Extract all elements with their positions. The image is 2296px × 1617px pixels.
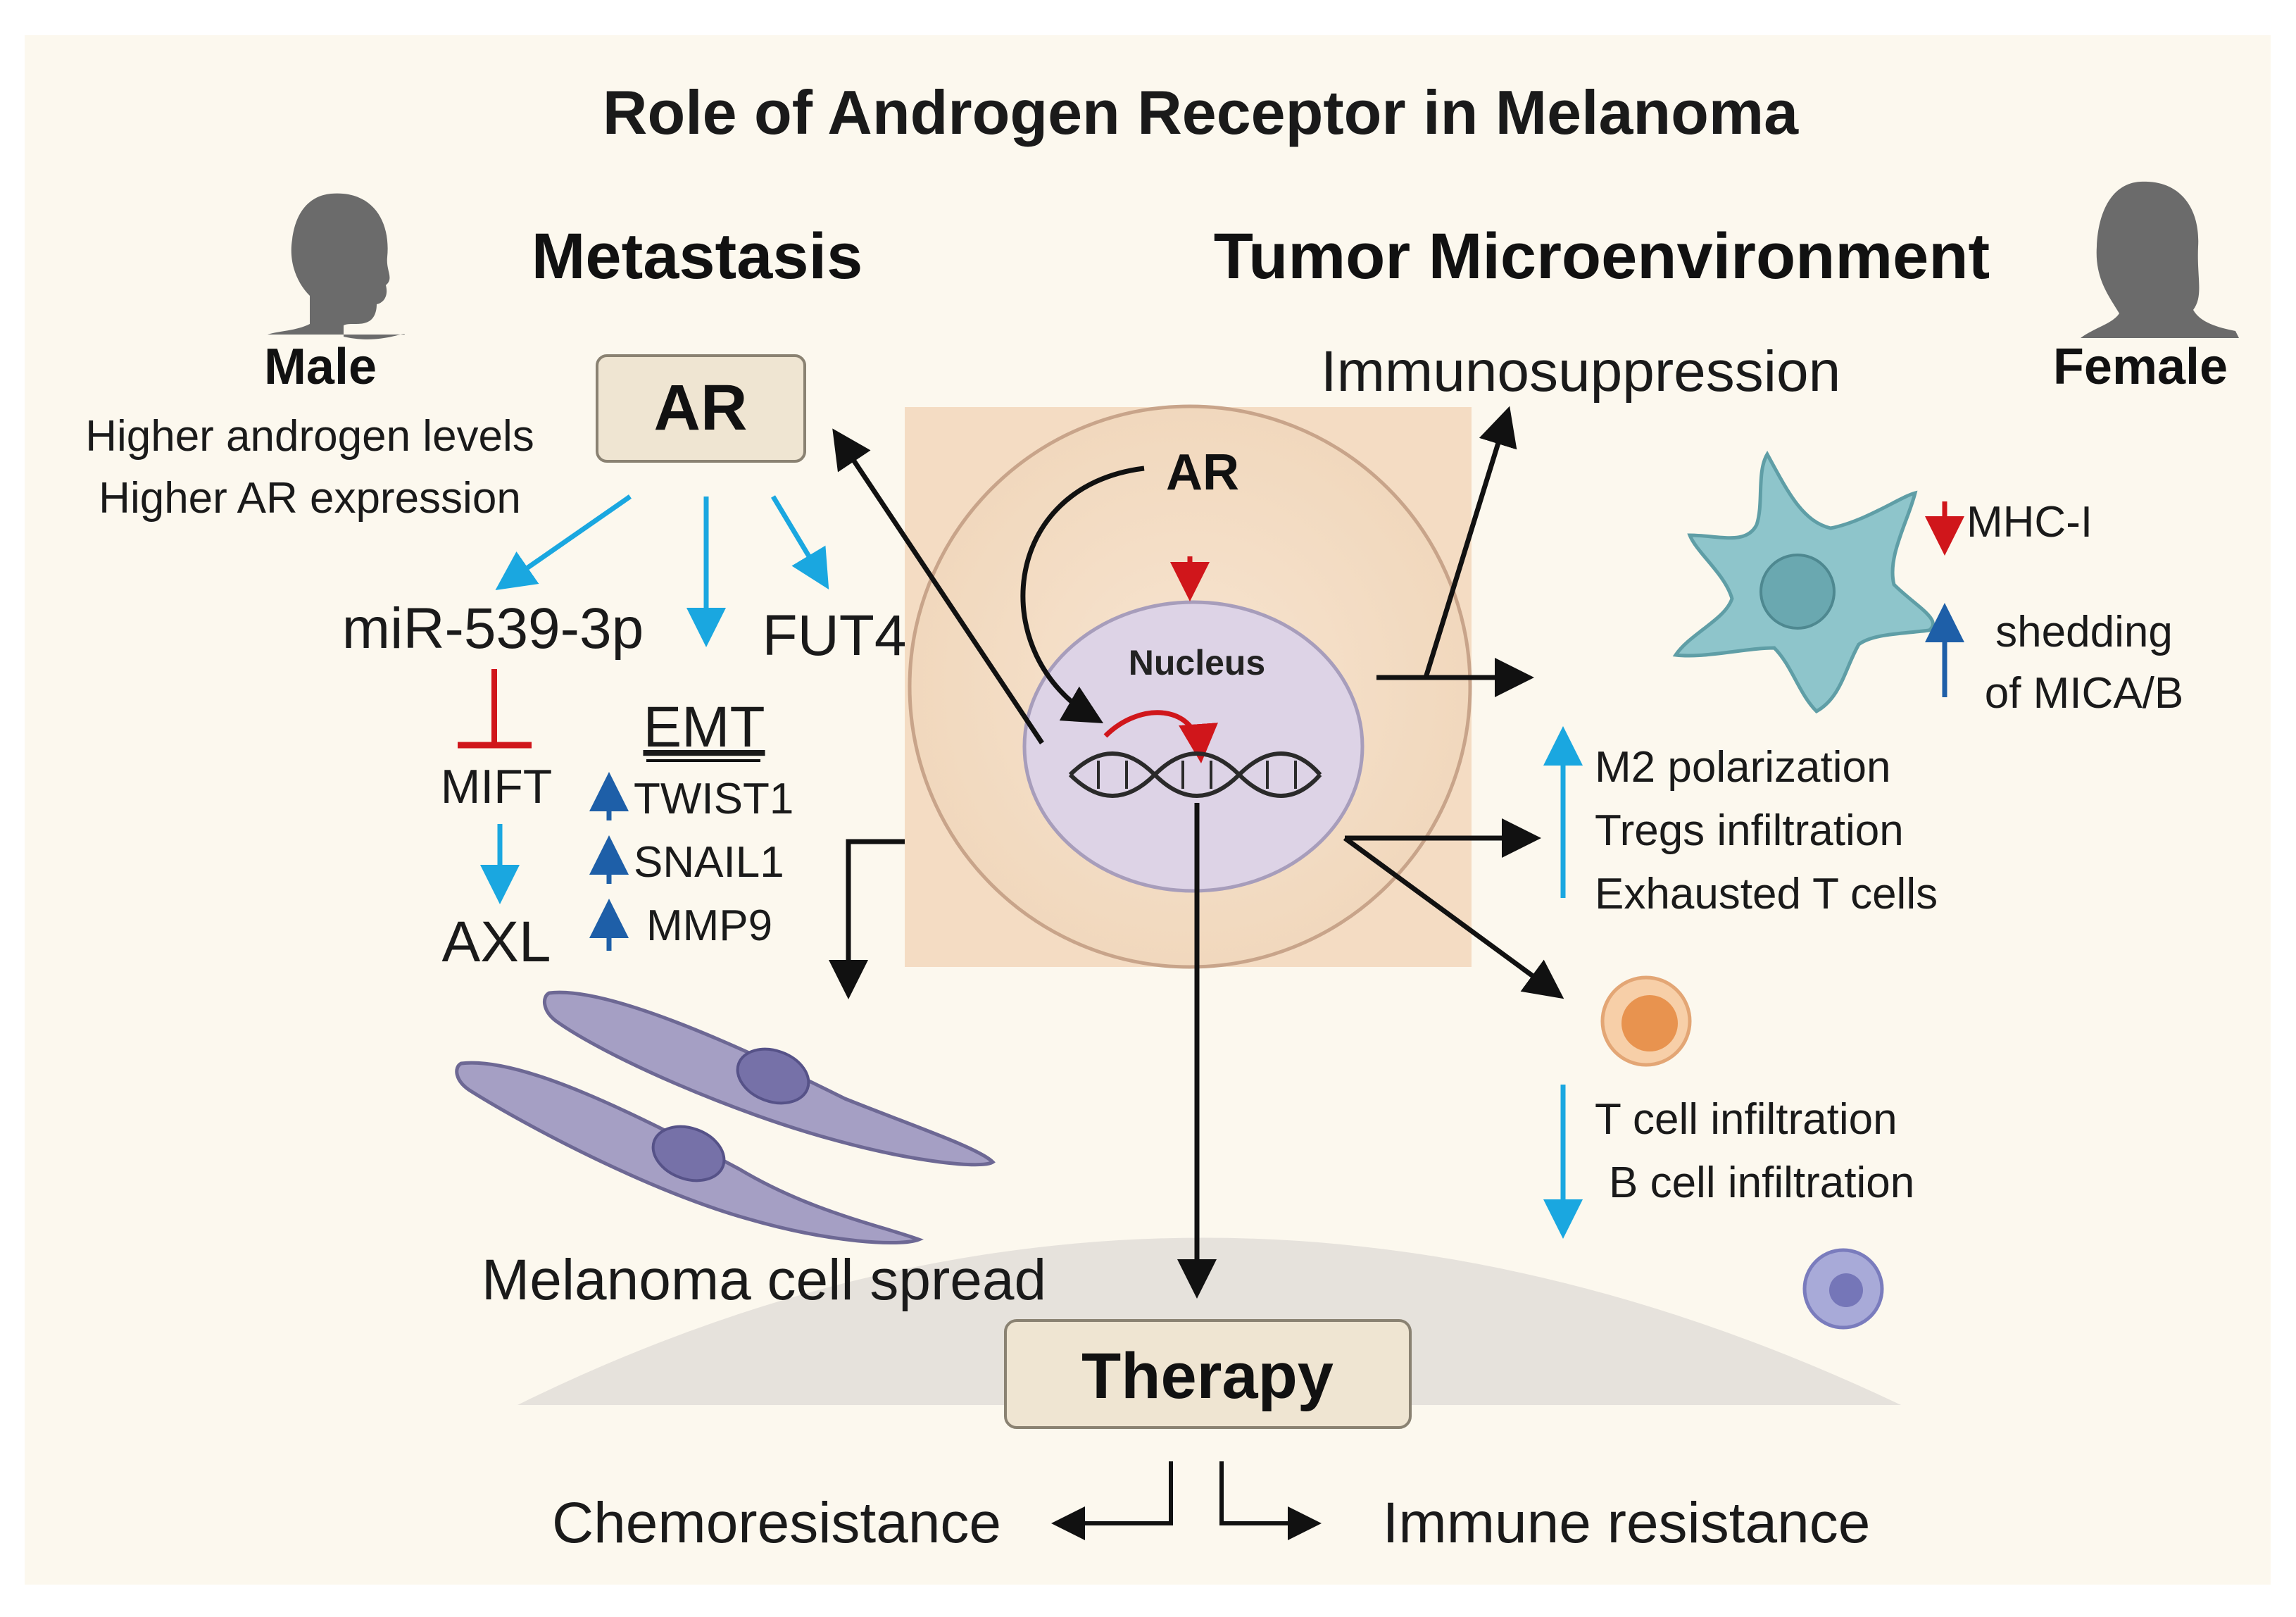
male-label: Male [264, 339, 377, 395]
heading-metastasis: Metastasis [532, 220, 862, 292]
b-cell-icon [1802, 1248, 1884, 1330]
fut4-label: FUT4 [763, 604, 907, 668]
arrow-red-transcription [1103, 710, 1218, 763]
male-silhouette-icon [268, 193, 405, 339]
arrow-nucleus-to-ar-box [832, 428, 1044, 744]
nucleus-label: Nucleus [1129, 643, 1266, 682]
emt-label: EMT [643, 695, 765, 759]
melanoma-spread-label: Melanoma cell spread [482, 1248, 1046, 1312]
melanoma-cell-upper [542, 990, 996, 1167]
mir-539-label: miR-539-3p [342, 597, 644, 661]
therapy-box [1004, 1319, 1412, 1429]
cell-ar-label: AR [1166, 444, 1239, 501]
exhausted-t-label: Exhausted T cells [1595, 870, 1938, 918]
twist1-label: TWIST1 [634, 775, 793, 823]
therapy-label: Therapy [1081, 1340, 1334, 1412]
arrow-ar-to-mir [495, 494, 632, 590]
arrow-to-t-cell [1343, 836, 1564, 999]
snail1-label: SNAIL1 [634, 838, 784, 887]
male-line-ar-expression: Higher AR expression [99, 474, 521, 523]
m2-polarization-label: M2 polarization [1595, 743, 1890, 792]
shedding-label: shedding [1995, 608, 2173, 656]
mift-label: MIFT [441, 760, 553, 813]
heading-tumor-microenvironment: Tumor Microenvironment [1214, 220, 1990, 292]
male-line-androgen-levels: Higher androgen levels [85, 412, 534, 461]
t-cell-infiltration-label: T cell infiltration [1595, 1095, 1897, 1144]
dna-helix-icon [1068, 751, 1322, 798]
arrow-to-immune-resistance [1219, 1461, 1322, 1540]
arrow-to-chemoresistance [1051, 1461, 1173, 1540]
tregs-label: Tregs infiltration [1595, 806, 1904, 855]
immune-resistance-label: Immune resistance [1383, 1491, 1871, 1555]
mhc-label: MHC-I [1966, 498, 2093, 547]
b-cell-infiltration-label: B cell infiltration [1609, 1159, 1914, 1207]
ar-box [596, 354, 806, 463]
axl-label: AXL [442, 910, 551, 974]
ar-box-label: AR [654, 372, 748, 444]
mmp9-label: MMP9 [646, 901, 772, 950]
melanoma-cell-lower [455, 1061, 924, 1245]
mica-b-label: of MICA/B [1985, 669, 2184, 718]
arrow-ar-into-nucleus [1020, 466, 1145, 724]
chemoresistance-label: Chemoresistance [552, 1491, 1001, 1555]
female-silhouette-icon [2081, 181, 2239, 338]
dendritic-cell-icon [1672, 450, 1935, 714]
arrow-ar-to-fut4 [770, 495, 829, 590]
t-cell-icon [1600, 975, 1692, 1067]
arrow-to-melanoma-cells [829, 839, 905, 999]
female-label: Female [2053, 339, 2228, 395]
diagram-title: Role of Androgen Receptor in Melanoma [603, 77, 1799, 147]
immunosuppression-label: Immunosuppression [1321, 339, 1840, 404]
